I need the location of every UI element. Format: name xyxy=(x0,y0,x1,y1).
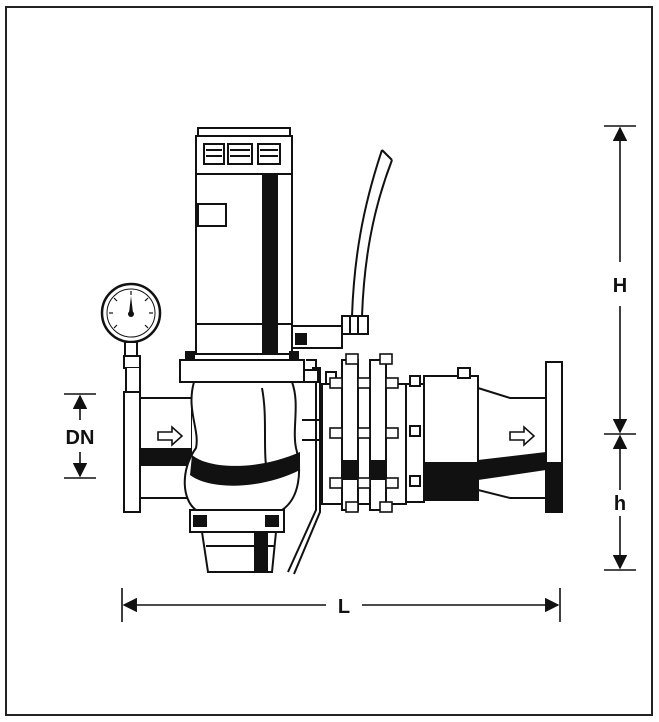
cable xyxy=(351,149,393,317)
control-unit xyxy=(291,315,369,349)
dimension-H xyxy=(604,125,636,435)
dimension-label-DN: DN xyxy=(66,427,95,449)
outlet-flange xyxy=(477,361,563,513)
flange-bolts xyxy=(329,353,399,513)
actuator-housing xyxy=(195,127,293,355)
flange-spool-1 xyxy=(321,359,407,511)
strainer-housing xyxy=(405,367,479,503)
valve-body xyxy=(179,351,305,573)
dimension-label-L: L xyxy=(338,596,350,618)
gauge-pipe xyxy=(123,355,141,393)
dimension-L xyxy=(121,588,561,622)
flow-arrow-icon xyxy=(157,425,536,447)
dimension-label-H: H xyxy=(613,275,627,297)
dimension-h xyxy=(604,434,636,571)
dimension-label-h: h xyxy=(614,493,626,515)
pressure-gauge-icon xyxy=(100,282,162,357)
dimension-DN xyxy=(64,393,96,479)
